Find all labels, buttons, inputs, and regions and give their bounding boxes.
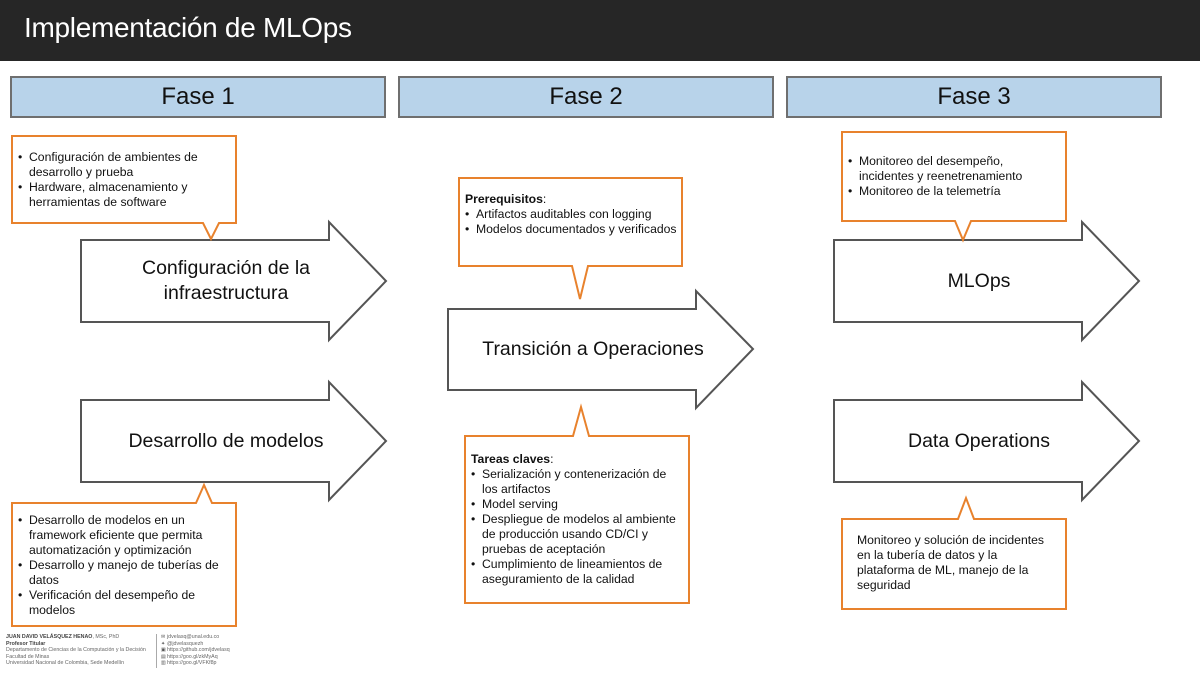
list-item: Model serving (471, 497, 683, 512)
arrow-data-operations (833, 379, 1141, 503)
callout-text-prerequisitos: Prerequisitos: Artifactos auditables con… (465, 192, 677, 237)
arrow-label-transicion: Transición a Operaciones (482, 338, 704, 360)
list-item: Cumplimiento de lineamientos de aseguram… (471, 557, 683, 587)
title-bar: Implementación de MLOps (0, 0, 1200, 61)
contact-link[interactable]: ▥https://goo.gl/VFKf8p (161, 660, 271, 667)
contact-text[interactable]: jdvelasq@unal.edu.co (167, 634, 220, 640)
list-item: Modelos documentados y verificados (465, 222, 677, 237)
arrow-transicion (447, 288, 755, 411)
list-item: Hardware, almacenamiento y herramientas … (18, 180, 230, 210)
callout-text-tareas-claves: Tareas claves: Serialización y conteneri… (471, 452, 683, 587)
author-department: Departamento de Ciencias de la Computaci… (6, 647, 146, 654)
list-item: Configuración de ambientes de desarrollo… (18, 150, 230, 180)
callout-heading: Tareas claves (471, 452, 551, 466)
author-role: Profesor Titular (6, 640, 46, 647)
arrow-label-infra-line-1: Configuración de la (141, 257, 311, 279)
contact-slides[interactable]: ▤https://goo.gl/zkMyAq (161, 654, 271, 661)
list-item: Artifactos auditables con logging (465, 207, 677, 222)
phase-2-header: Fase 2 (398, 76, 774, 118)
list-item: Monitoreo del desempeño, incidentes y re… (848, 154, 1060, 184)
author-faculty: Facultad de Minas (6, 653, 50, 660)
arrow-label-desarrollo-modelos: Desarrollo de modelos (128, 429, 324, 452)
arrow-mlops (833, 219, 1141, 343)
contact-text[interactable]: https://goo.gl/VFKf8p (167, 660, 217, 667)
footer-divider (156, 634, 157, 668)
callout-heading: Prerequisitos (465, 192, 543, 206)
twitter-icon: ✦ (161, 640, 166, 647)
list-item: Desarrollo de modelos en un framework ef… (18, 513, 230, 558)
arrow-label-mlops: MLOps (947, 269, 1011, 292)
list-item: Desarrollo y manejo de tuberías de datos (18, 558, 230, 588)
phase-3-header: Fase 3 (786, 76, 1162, 118)
arrow-infraestructura (80, 219, 388, 343)
callout-data-operations (841, 495, 1067, 610)
page-title: Implementación de MLOps (24, 12, 352, 43)
email-icon: ✉ (161, 634, 166, 640)
author-name: JUAN DAVID VELÁSQUEZ HENAO (6, 634, 93, 640)
callout-text-desarrollo-modelos: Desarrollo de modelos en un framework ef… (18, 513, 230, 618)
list-item: Despliegue de modelos al ambiente de pro… (471, 512, 683, 557)
callout-text-infraestructura: Configuración de ambientes de desarrollo… (18, 150, 230, 210)
list-item: Monitoreo de la telemetría (848, 184, 1060, 199)
list-item: Verificación del desempeño de modelos (18, 588, 230, 618)
github-icon: ▣ (161, 647, 166, 654)
arrow-label-data-operations: Data Operations (908, 429, 1050, 452)
author-degree: , MSc, PhD (92, 634, 120, 640)
list-item: Serialización y contenerización de los a… (471, 467, 683, 497)
callout-text-mlops: Monitoreo del desempeño, incidentes y re… (848, 154, 1060, 199)
footer-author: JUAN DAVID VELÁSQUEZ HENAO, MSc, PhD Pro… (6, 634, 154, 667)
contact-text[interactable]: @jdvelasquezh (167, 640, 204, 647)
contact-text[interactable]: https://github.com/jdvelasq (167, 647, 230, 654)
contact-twitter[interactable]: ✦@jdvelasquezh (161, 641, 271, 648)
arrow-label-infra-line-2: infraestructura (163, 282, 289, 304)
link-icon: ▥ (161, 660, 166, 667)
footer-contacts: ✉jdvelasq@unal.edu.co ✦@jdvelasquezh ▣ht… (161, 634, 271, 667)
contact-text[interactable]: https://goo.gl/zkMyAq (167, 653, 218, 660)
phase-1-header: Fase 1 (10, 76, 386, 118)
callout-text-data-operations: Monitoreo y solución de incidentes en la… (857, 533, 1044, 592)
arrow-label-infraestructura: Configuración de la infraestructura (84, 243, 368, 319)
arrow-desarrollo-modelos (80, 379, 388, 503)
contact-github[interactable]: ▣https://github.com/jdvelasq (161, 647, 271, 654)
slides-icon: ▤ (161, 653, 166, 660)
author-university: Universidad Nacional de Colombia, Sede M… (6, 660, 125, 667)
contact-email[interactable]: ✉jdvelasq@unal.edu.co (161, 634, 271, 641)
